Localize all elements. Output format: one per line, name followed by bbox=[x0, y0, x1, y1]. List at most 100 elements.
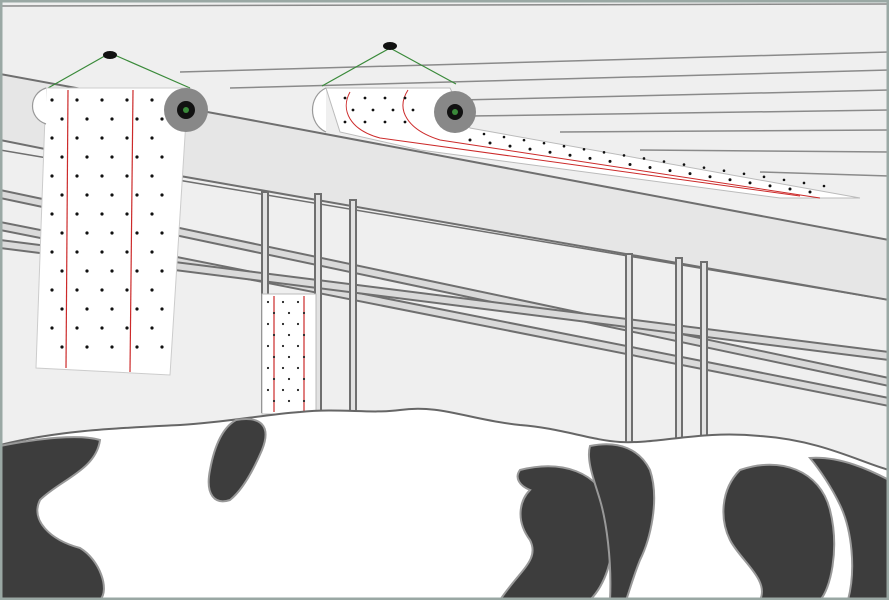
fly-dot bbox=[75, 136, 79, 140]
fly-dot bbox=[100, 326, 104, 330]
fly-dot bbox=[50, 98, 54, 102]
fly-dot bbox=[266, 322, 270, 326]
fly-dot bbox=[60, 231, 64, 235]
fly-dot bbox=[75, 288, 79, 292]
fly-dot bbox=[60, 345, 64, 349]
fly-dot bbox=[60, 117, 64, 121]
fly-dot bbox=[50, 174, 54, 178]
fly-dot bbox=[287, 399, 291, 403]
fly-dot bbox=[808, 190, 812, 194]
fly-dot bbox=[135, 345, 139, 349]
fly-dot bbox=[50, 250, 54, 254]
fly-dot bbox=[668, 169, 672, 173]
fly-dot bbox=[50, 136, 54, 140]
fly-dot bbox=[722, 169, 726, 173]
fly-dot bbox=[748, 181, 752, 185]
fly-dot bbox=[110, 193, 114, 197]
fly-dot bbox=[782, 178, 786, 182]
fly-dot bbox=[822, 184, 826, 188]
fly-dot bbox=[110, 307, 114, 311]
fly-dot bbox=[403, 120, 407, 124]
fly-dot bbox=[296, 366, 300, 370]
fly-dot bbox=[160, 307, 164, 311]
fly-dot bbox=[60, 307, 64, 311]
fly-dot bbox=[272, 311, 276, 315]
cow-patch bbox=[588, 443, 656, 600]
fly-dot bbox=[682, 163, 686, 166]
fly-dot bbox=[383, 120, 387, 124]
cow-patch bbox=[0, 436, 105, 600]
fly-dot bbox=[602, 151, 606, 154]
fly-dot bbox=[85, 193, 89, 197]
fly-dot bbox=[272, 399, 276, 403]
fly-dot bbox=[125, 250, 129, 254]
fly-dot bbox=[562, 144, 566, 148]
fly-dot bbox=[281, 344, 285, 348]
fly-dot bbox=[522, 138, 526, 142]
fly-dot bbox=[75, 250, 79, 254]
fly-dot bbox=[302, 399, 306, 403]
fly-dot bbox=[768, 184, 772, 188]
fly-dot bbox=[125, 288, 129, 292]
fly-dot bbox=[266, 366, 270, 370]
fly-dot bbox=[135, 193, 139, 197]
fly-dot bbox=[110, 155, 114, 159]
fly-dot bbox=[85, 345, 89, 349]
fly-dot bbox=[302, 355, 306, 359]
fly-dot bbox=[110, 269, 114, 273]
fly-dot bbox=[363, 96, 367, 100]
fly-dot bbox=[272, 355, 276, 359]
fly-dot bbox=[85, 307, 89, 311]
fly-dot bbox=[582, 147, 586, 151]
fly-dot bbox=[363, 120, 367, 124]
fly-dot bbox=[135, 307, 139, 311]
fly-dot bbox=[281, 388, 285, 392]
hanging-fly-tape-right bbox=[312, 42, 861, 199]
fly-dot bbox=[110, 231, 114, 235]
cow-patch bbox=[807, 456, 889, 600]
fly-tape-small bbox=[261, 293, 317, 415]
fly-dot bbox=[125, 136, 129, 140]
fly-dot bbox=[135, 269, 139, 273]
fly-dot bbox=[125, 98, 129, 102]
fly-dot bbox=[160, 269, 164, 273]
fly-dot bbox=[85, 231, 89, 235]
fly-dot bbox=[296, 322, 300, 326]
fly-dot bbox=[702, 166, 706, 169]
fly-dot bbox=[548, 150, 552, 154]
fly-dot bbox=[281, 300, 285, 304]
fly-dot bbox=[383, 96, 387, 100]
fly-dot bbox=[50, 212, 54, 216]
fly-dot bbox=[502, 135, 506, 139]
fly-dot bbox=[100, 98, 104, 102]
fly-dot bbox=[628, 162, 632, 166]
fly-dot bbox=[125, 212, 129, 216]
fly-dot bbox=[302, 333, 306, 337]
fly-dot bbox=[110, 345, 114, 349]
fly-dot bbox=[160, 117, 164, 121]
fly-dot bbox=[60, 155, 64, 159]
fly-dot bbox=[266, 300, 270, 304]
fly-dot bbox=[135, 155, 139, 159]
fly-dot bbox=[742, 172, 746, 176]
fly-dot bbox=[85, 155, 89, 159]
fly-dot bbox=[85, 117, 89, 121]
fly-dot bbox=[648, 166, 652, 170]
fly-dot bbox=[296, 388, 300, 392]
fly-dot bbox=[266, 344, 270, 348]
fly-dot bbox=[150, 250, 154, 254]
fly-dot bbox=[608, 159, 612, 163]
fly-dot bbox=[150, 174, 154, 178]
fly-dot bbox=[135, 117, 139, 121]
fly-dot bbox=[75, 98, 79, 102]
fly-dot bbox=[296, 344, 300, 348]
fly-dot bbox=[642, 157, 646, 160]
cows bbox=[0, 407, 889, 600]
fly-dot bbox=[281, 322, 285, 326]
fly-dot bbox=[160, 345, 164, 349]
fly-dot bbox=[296, 300, 300, 304]
fly-dot bbox=[50, 288, 54, 292]
fly-dot bbox=[150, 326, 154, 330]
fly-dot bbox=[482, 132, 486, 136]
